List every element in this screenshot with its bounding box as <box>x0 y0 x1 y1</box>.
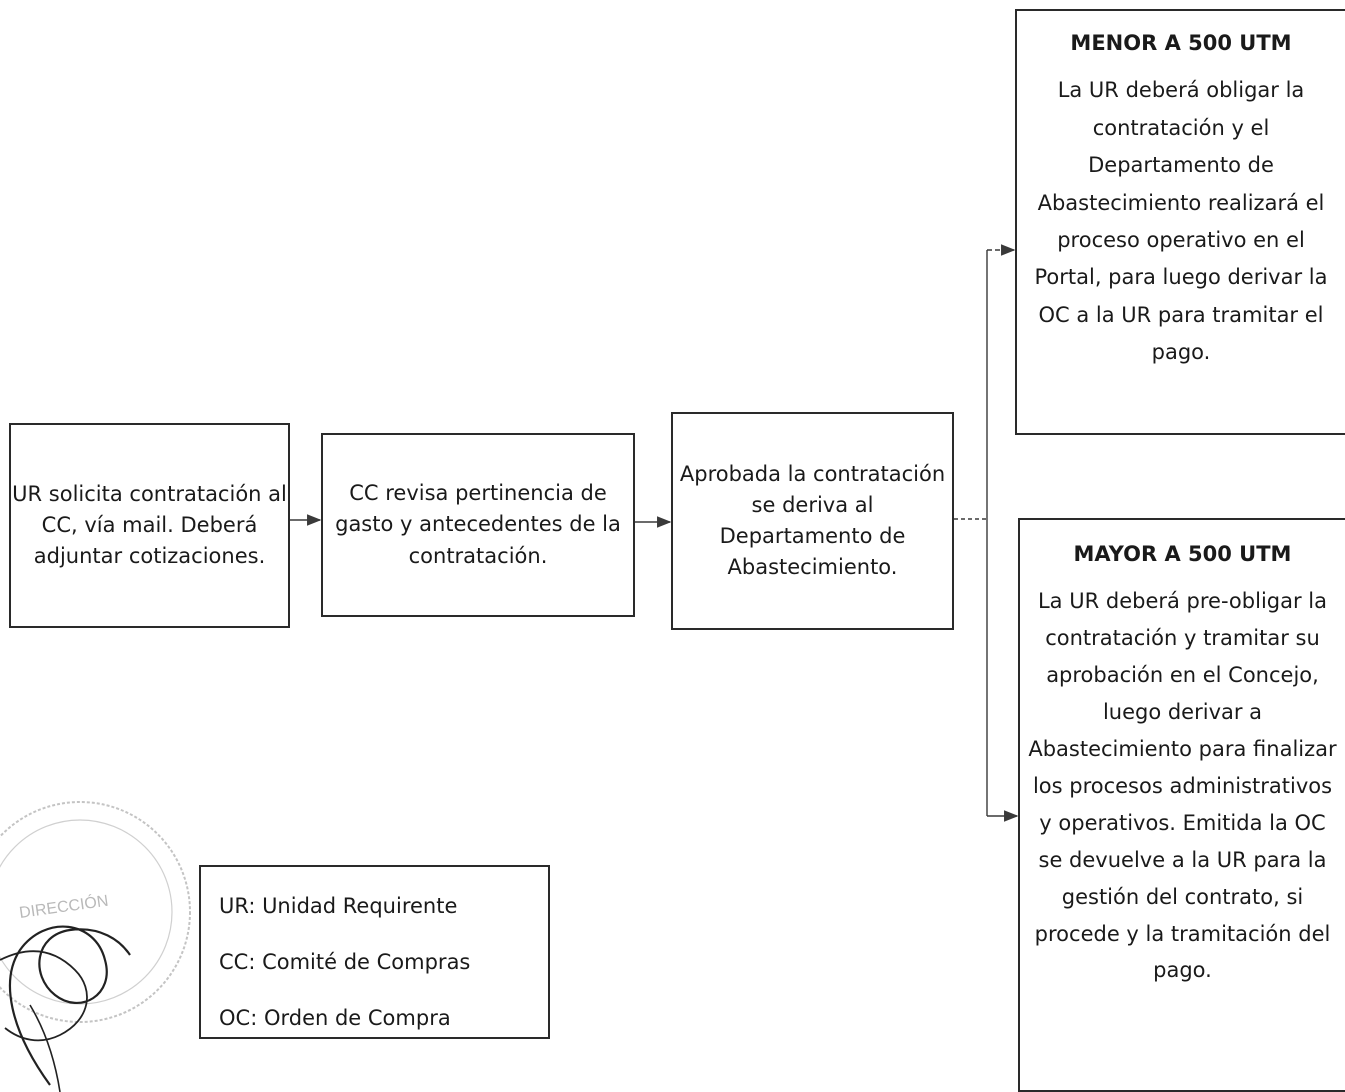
outcome-mayor: MAYOR A 500 UTM La UR deberá pre-obligar… <box>1018 518 1345 1092</box>
step-ur-solicita: UR solicita contratación al CC, vía mail… <box>9 423 290 628</box>
outcome-menor-title: MENOR A 500 UTM <box>1070 31 1292 55</box>
stamp-text: DIRECCIÓN <box>18 891 110 922</box>
step-aprobada-text: Aprobada la contratación se deriva al De… <box>679 461 946 580</box>
step-aprobada: Aprobada la contratación se deriva al De… <box>671 412 954 630</box>
legend: UR: Unidad Requirente CC: Comité de Comp… <box>199 865 550 1039</box>
legend-item-ur: UR: Unidad Requirente <box>219 894 458 918</box>
outcome-mayor-title: MAYOR A 500 UTM <box>1073 542 1292 566</box>
official-stamp-and-signature: DIRECCIÓN <box>0 801 191 1092</box>
outcome-menor-text: La UR deberá obligar la contratación y e… <box>1034 78 1328 364</box>
step-cc-revisa-text: CC revisa pertinencia de gasto y anteced… <box>335 481 621 568</box>
step-ur-solicita-text: UR solicita contratación al CC, vía mail… <box>12 481 287 569</box>
legend-item-cc: CC: Comité de Compras <box>219 950 471 974</box>
outcome-mayor-text: La UR deberá pre-obligar la contratación… <box>1028 588 1337 983</box>
step-cc-revisa: CC revisa pertinencia de gasto y anteced… <box>321 433 635 617</box>
outcome-menor: MENOR A 500 UTM La UR deberá obligar la … <box>1015 9 1345 435</box>
legend-item-oc: OC: Orden de Compra <box>219 1006 451 1030</box>
